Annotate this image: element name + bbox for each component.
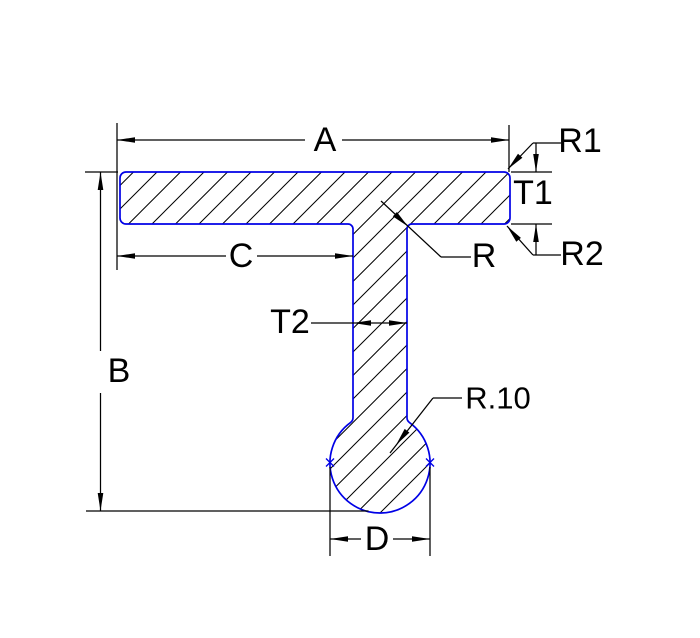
dim-label-c: C — [229, 237, 254, 275]
c-arrow-right — [335, 253, 353, 259]
dimension-d: D — [329, 467, 431, 558]
r-leader-diagonal — [380, 200, 442, 258]
a-arrow-left — [117, 137, 135, 143]
callout-r2: R2 — [506, 225, 604, 273]
quadrant-mark-right — [425, 458, 435, 467]
dim-label-t2: T2 — [270, 303, 310, 341]
t1-arrow-up — [533, 224, 539, 242]
r10-arrow — [396, 428, 410, 445]
dim-label-d: D — [365, 520, 390, 558]
r1-arrow — [508, 153, 523, 169]
d-arrow-right — [412, 536, 430, 542]
t2-arrow-left — [353, 320, 371, 326]
callout-r: R — [380, 200, 497, 275]
dimension-t2: T2 — [270, 303, 407, 341]
dim-label-t1: T1 — [513, 174, 553, 212]
callout-r1: R1 — [507, 122, 602, 170]
a-arrow-right — [491, 137, 509, 143]
dimension-b: B — [85, 171, 369, 512]
dimension-c: C — [117, 237, 353, 275]
dim-label-r2: R2 — [560, 235, 603, 273]
dim-label-r10: R.10 — [465, 381, 530, 416]
dimension-a: A — [116, 121, 510, 270]
d-arrow-left — [330, 536, 348, 542]
t2-arrow-right — [389, 320, 407, 326]
callout-r10: R.10 — [389, 381, 531, 454]
dim-label-r1: R1 — [558, 122, 601, 160]
c-arrow-left — [117, 253, 135, 259]
dim-label-a: A — [314, 121, 337, 159]
t-profile-outline — [119, 171, 511, 514]
t1-arrow-down — [533, 154, 539, 172]
dim-label-b: B — [108, 352, 131, 390]
r-arrow — [392, 212, 408, 227]
dimension-t1: T1 — [511, 143, 553, 255]
quadrant-mark-left — [325, 458, 335, 467]
b-arrow-top — [97, 172, 104, 190]
r2-arrow — [507, 226, 521, 242]
dim-label-r: R — [472, 237, 497, 275]
b-arrow-bottom — [97, 493, 104, 511]
